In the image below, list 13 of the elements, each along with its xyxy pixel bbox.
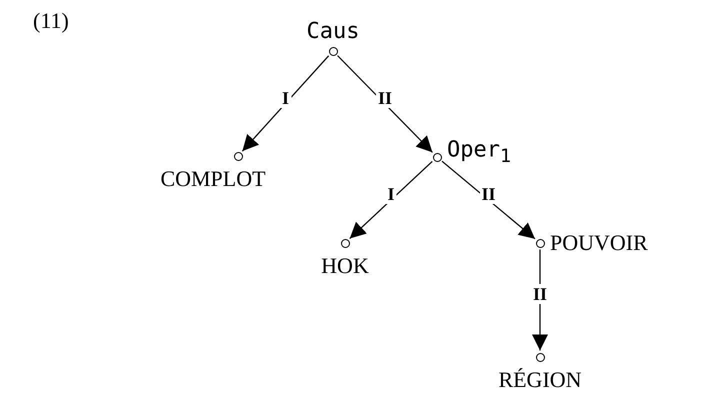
arrow: [349, 161, 433, 239]
node-label: COMPLOT: [160, 168, 266, 190]
edge-label: II: [531, 284, 549, 304]
example-number: (11): [33, 10, 69, 32]
arrow: [242, 55, 330, 152]
node-label: Oper$_{1}$: [447, 140, 512, 166]
arrow: [337, 55, 433, 153]
arrow: [442, 160, 536, 240]
node-label: RÉGION: [498, 369, 582, 391]
node-label: HOK: [321, 255, 369, 277]
node-label: POUVOIR: [550, 232, 648, 254]
arrow: [532, 250, 548, 350]
node-label: Caus: [306, 21, 360, 43]
